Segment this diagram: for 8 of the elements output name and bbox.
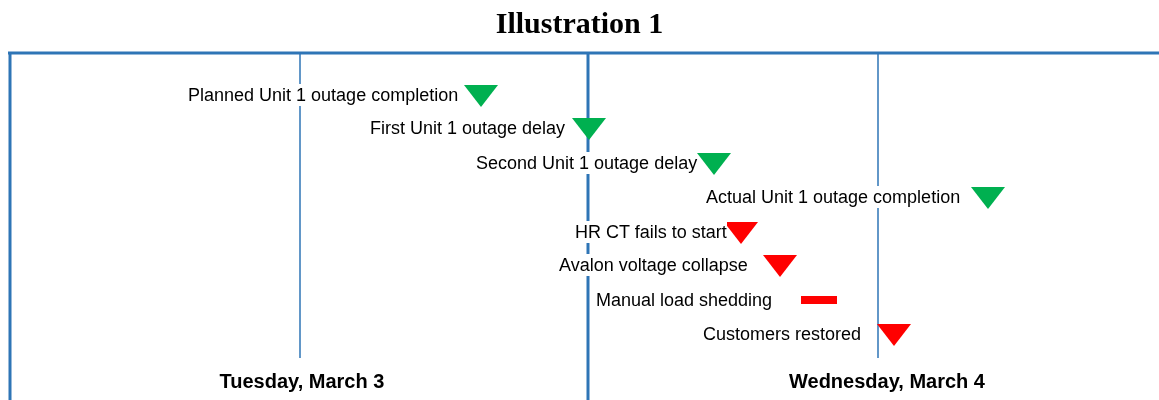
event-label: Planned Unit 1 outage completion [188,84,459,106]
title: Illustration 1 [494,6,665,40]
date-label: Tuesday, March 3 [217,370,387,392]
date-label: Wednesday, March 4 [787,370,987,392]
event-label: Actual Unit 1 outage completion [706,186,961,208]
event-label: Avalon voltage collapse [559,254,748,276]
event-label: HR CT fails to start [575,221,727,243]
event-label: Second Unit 1 outage delay [476,152,698,174]
